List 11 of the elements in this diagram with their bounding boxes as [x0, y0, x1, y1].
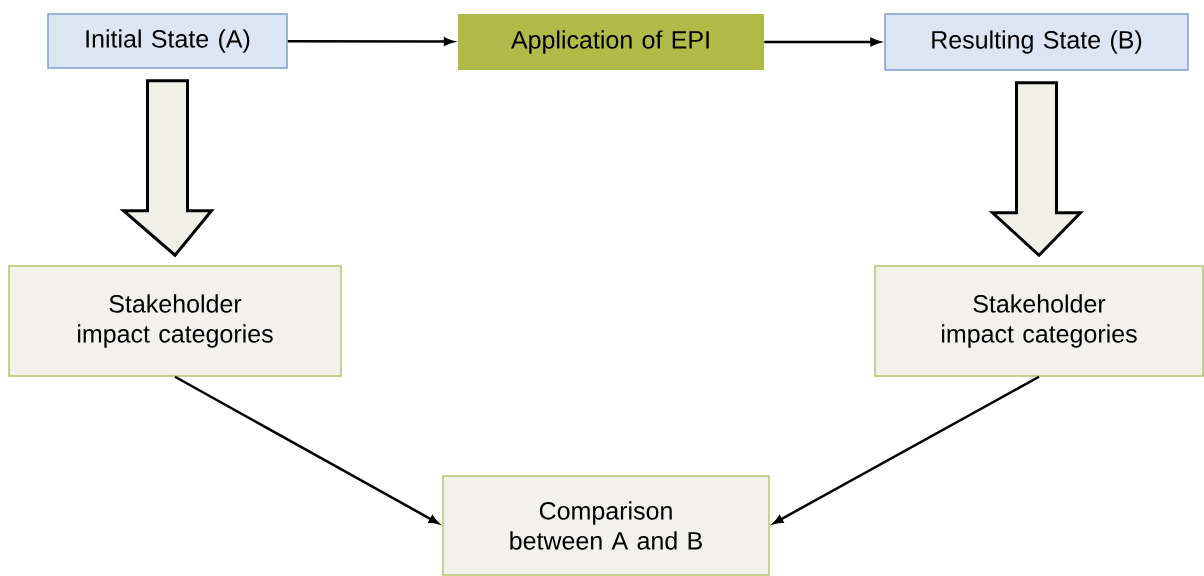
- arrow: [174, 375, 439, 525]
- category-box: Stakeholder impact categories: [8, 265, 342, 377]
- block-arrow: [988, 81, 1085, 258]
- arrow: [764, 37, 881, 47]
- category-box: Stakeholder impact categories: [874, 265, 1204, 377]
- block-arrow: [119, 79, 215, 258]
- state-box: Resulting State (B): [884, 13, 1189, 71]
- arrow: [773, 375, 1040, 525]
- process-box: Application of EPI: [458, 14, 764, 70]
- comparison-box: Comparison between A and B: [442, 475, 770, 576]
- state-box: Initial State (A): [47, 13, 288, 69]
